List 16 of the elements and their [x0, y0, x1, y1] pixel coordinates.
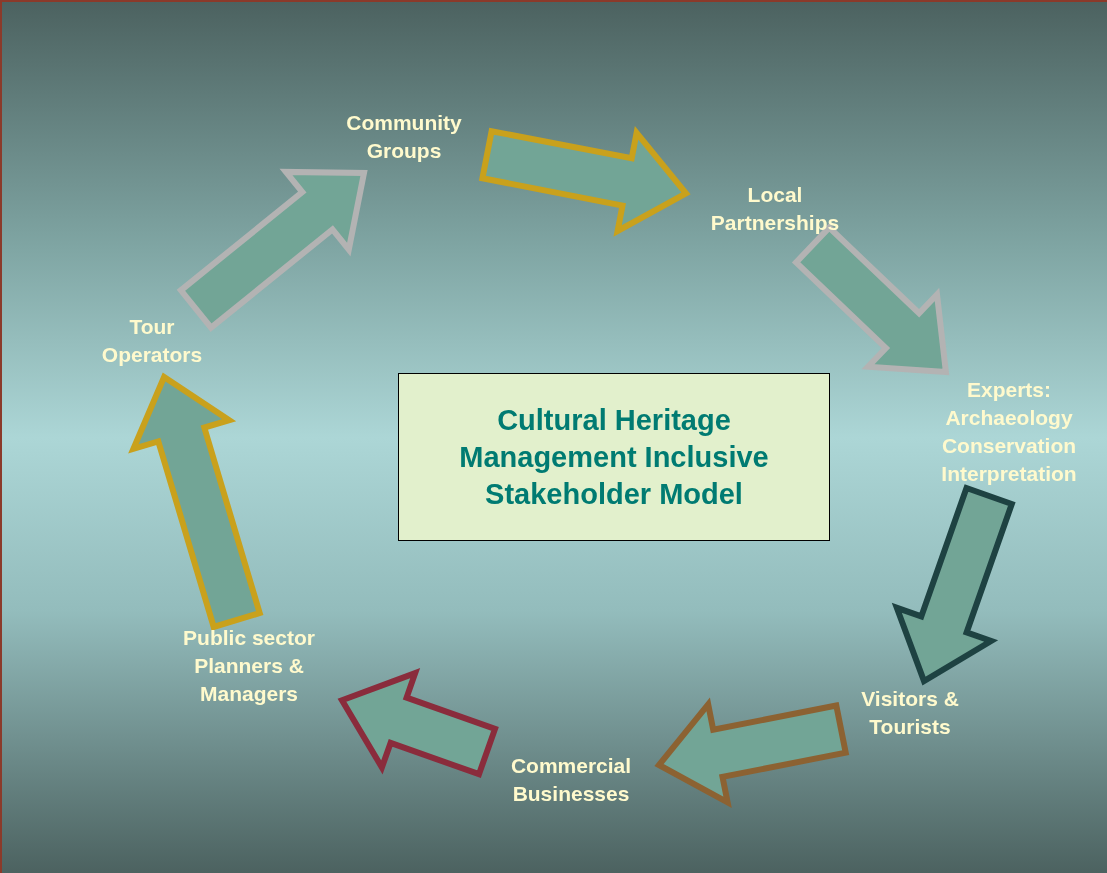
- block-arrow: [478, 125, 691, 237]
- title-text: Cultural Heritage Management Inclusive Stakeholder Model: [458, 402, 770, 512]
- stakeholder-label: Commercial Businesses: [491, 752, 651, 808]
- block-arrow: [891, 484, 1016, 686]
- stakeholder-label: Local Partnerships: [690, 181, 860, 237]
- block-arrow: [791, 223, 950, 376]
- stakeholder-label: Tour Operators: [87, 313, 217, 369]
- block-arrow: [654, 697, 850, 809]
- block-arrow: [128, 372, 264, 631]
- stakeholder-label: Community Groups: [329, 109, 479, 165]
- stakeholder-label: Experts: Archaeology Conservation Interpretation: [924, 376, 1094, 488]
- title-box: [398, 373, 830, 541]
- block-arrow: [176, 168, 368, 332]
- stakeholder-label: Public sector Planners & Managers: [164, 624, 334, 708]
- stakeholder-label: Visitors & Tourists: [845, 685, 975, 741]
- block-arrow: [337, 668, 499, 779]
